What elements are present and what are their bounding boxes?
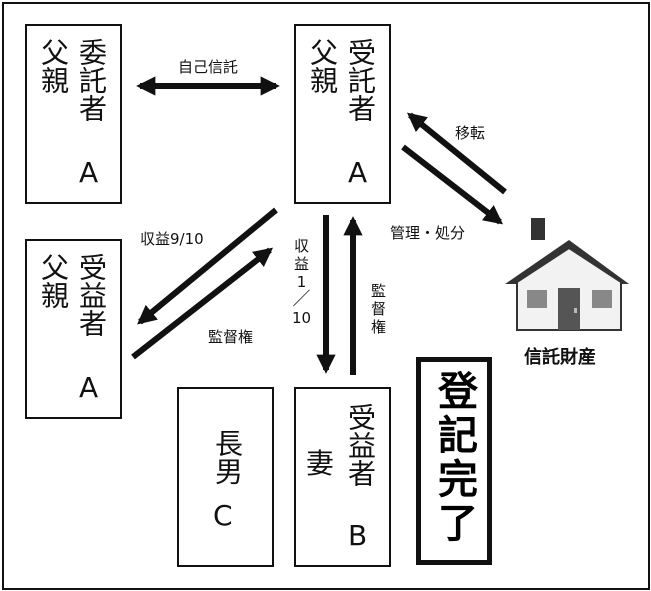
beneficiary-wife-relation: 妻 xyxy=(306,447,335,480)
supervise-wife-char-1: 監 xyxy=(371,282,387,300)
settlor-role: 委託者 xyxy=(75,38,108,122)
income-wife-char-5: 10 xyxy=(292,309,312,327)
trustee-role: 受託者 xyxy=(344,38,377,122)
beneficiary-wife-box: 受益者 妻 B xyxy=(294,387,391,567)
management-arrow xyxy=(401,144,504,225)
eldest-son-relation: 長男 xyxy=(211,429,244,485)
income-wife-label: 収 益 1 ／ 10 xyxy=(292,237,311,327)
house-icon xyxy=(505,218,629,331)
self-trust-label: 自己信託 xyxy=(178,58,239,76)
income-father-label: 収益9/10 xyxy=(140,230,204,248)
registration-complete-box: 登記完了 xyxy=(416,357,492,565)
trustee-box: 受託者 父親 A xyxy=(294,24,391,204)
settlor-box: 委託者 父親 A xyxy=(25,24,122,204)
beneficiary-father-box: 受益者 父親 A xyxy=(25,239,122,419)
beneficiary-father-role: 受益者 xyxy=(75,253,108,337)
supervise-wife-char-2: 督 xyxy=(371,300,387,318)
trustee-relation: 父親 xyxy=(306,38,339,94)
supervise-wife-char-3: 権 xyxy=(371,318,387,336)
income-father-arrow xyxy=(137,207,278,325)
income-wife-char-4: ／ xyxy=(292,289,311,310)
trustee-letter: A xyxy=(348,156,368,189)
trust-property-label: 信託財産 xyxy=(524,347,596,368)
supervise-father-arrow xyxy=(131,247,274,360)
income-wife-char-3: 1 xyxy=(296,273,307,291)
supervise-father-label: 監督権 xyxy=(208,328,254,346)
beneficiary-wife-role: 受益者 xyxy=(344,403,377,487)
settlor-letter: A xyxy=(79,156,99,189)
eldest-son-box: 長男 C xyxy=(177,387,274,567)
income-wife-char-2: 益 xyxy=(294,255,310,273)
eldest-son-letter: C xyxy=(213,499,233,532)
beneficiary-father-letter: A xyxy=(79,371,99,404)
management-label: 管理・処分 xyxy=(390,224,466,242)
registration-complete-text: 登記完了 xyxy=(431,370,477,546)
supervise-wife-label: 監 督 権 xyxy=(371,282,386,336)
beneficiary-father-relation: 父親 xyxy=(37,253,70,309)
beneficiary-wife-letter: B xyxy=(348,519,368,552)
transfer-label: 移転 xyxy=(455,124,486,142)
income-wife-char-1: 収 xyxy=(294,237,310,255)
settlor-relation: 父親 xyxy=(37,38,70,94)
transfer-arrow xyxy=(407,112,507,195)
